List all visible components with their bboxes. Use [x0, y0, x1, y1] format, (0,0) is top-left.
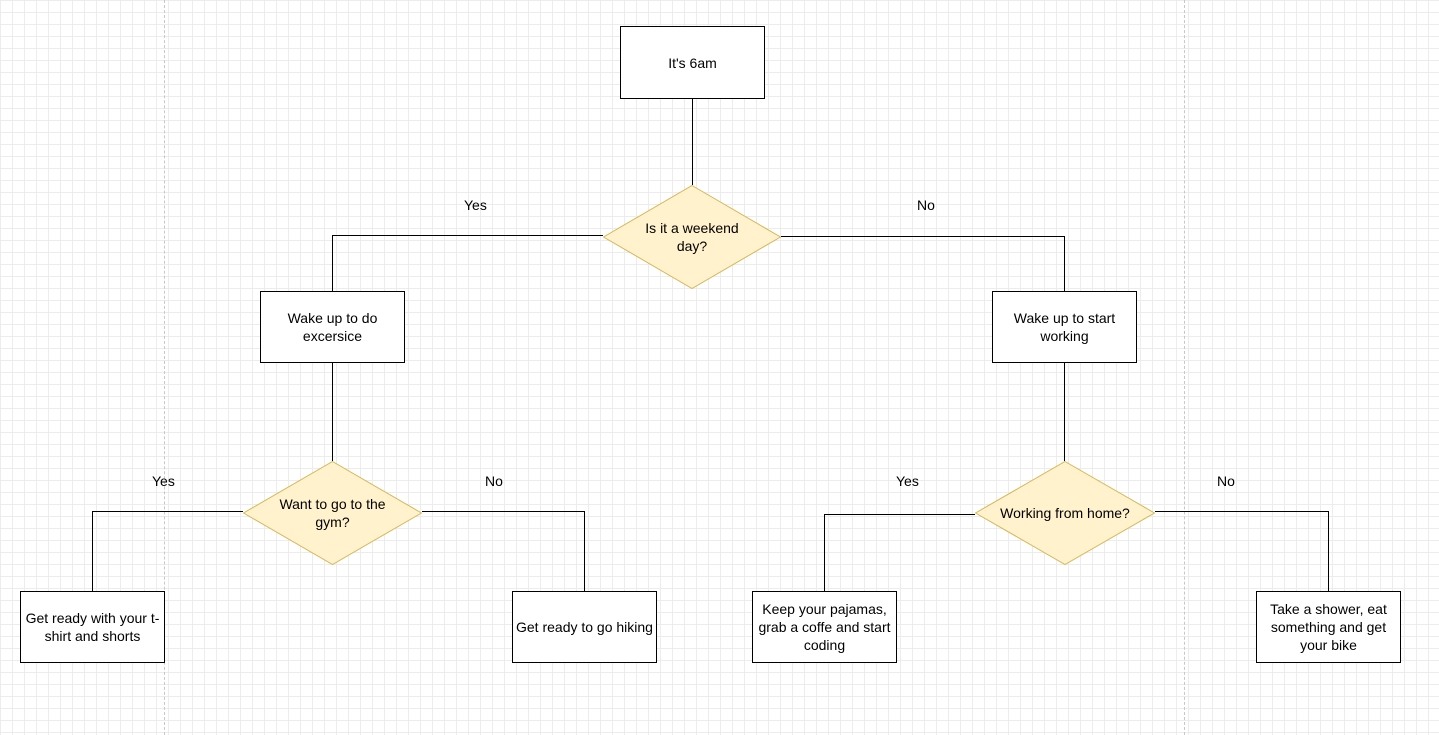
edge-label-home-no: No: [1217, 473, 1235, 489]
edge-home-no[interactable]: [1155, 511, 1329, 592]
diamond-shape: [603, 185, 781, 289]
node-hiking-label: Get ready to go hiking: [516, 619, 653, 635]
node-weekend-decision-label: Is it a weekend day?: [645, 220, 739, 254]
node-hiking[interactable]: Get ready to go hiking: [512, 591, 657, 663]
diamond-shape: [975, 461, 1155, 565]
edge-label-weekend-yes: Yes: [464, 197, 487, 213]
edge-gym-yes[interactable]: [92, 511, 244, 592]
page-break-guide-left: [164, 0, 165, 735]
node-weekend-decision[interactable]: Is it a weekend day?: [603, 185, 781, 289]
edge-label-weekend-no: No: [917, 197, 935, 213]
node-gym-decision-label: Want to go to the gym?: [279, 496, 386, 530]
node-home-decision[interactable]: Working from home?: [975, 461, 1155, 565]
node-tshirt-shorts[interactable]: Get ready with your t-shirt and shorts: [20, 591, 165, 663]
node-gym-decision[interactable]: Want to go to the gym?: [243, 461, 422, 565]
node-home-decision-label: Working from home?: [1000, 505, 1130, 521]
node-start[interactable]: It's 6am: [620, 26, 765, 99]
node-wake-exercise-label: Wake up to do excersice: [287, 310, 378, 344]
edge-label-gym-no: No: [485, 473, 503, 489]
node-pajamas-coding-label: Keep your pajamas, grab a coffe and star…: [758, 601, 891, 653]
node-shower-bike[interactable]: Take a shower, eat something and get you…: [1256, 591, 1401, 663]
edge-home-yes[interactable]: [824, 514, 976, 592]
node-tshirt-shorts-label: Get ready with your t-shirt and shorts: [25, 610, 160, 644]
page-break-guide-right: [1184, 0, 1185, 735]
edge-gym-no[interactable]: [422, 511, 585, 592]
node-wake-work[interactable]: Wake up to start working: [992, 291, 1137, 363]
edge-label-gym-yes: Yes: [152, 473, 175, 489]
diamond-shape: [243, 461, 422, 565]
node-wake-work-label: Wake up to start working: [1013, 310, 1116, 344]
edge-weekend-yes[interactable]: [332, 235, 604, 292]
edge-weekend-no[interactable]: [781, 236, 1065, 292]
node-shower-bike-label: Take a shower, eat something and get you…: [1270, 601, 1387, 653]
node-start-label: It's 6am: [668, 54, 717, 71]
node-pajamas-coding[interactable]: Keep your pajamas, grab a coffe and star…: [752, 591, 897, 663]
edge-label-home-yes: Yes: [896, 473, 919, 489]
node-wake-exercise[interactable]: Wake up to do excersice: [260, 291, 405, 363]
